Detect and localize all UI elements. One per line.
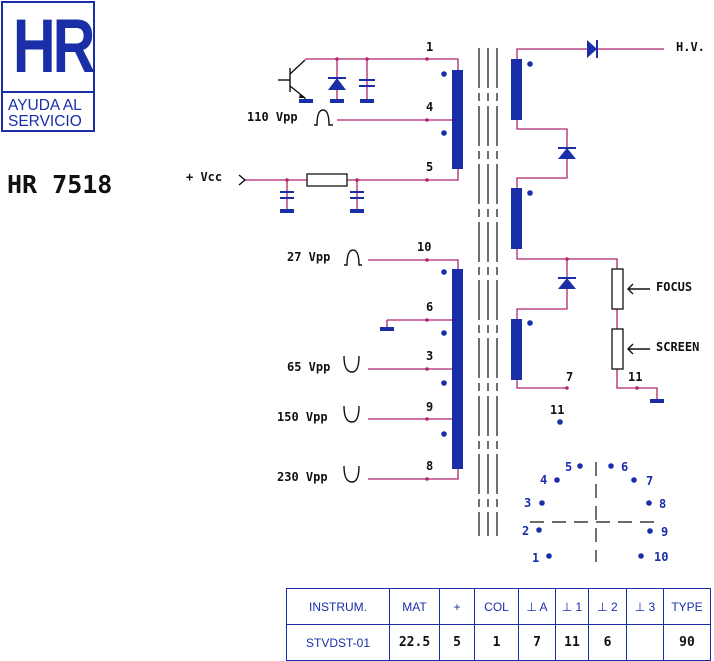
pinout-label-4: 4 (540, 473, 547, 487)
focus-potentiometer (611, 268, 650, 310)
secondary-leads (368, 258, 459, 481)
pin-label-7: 7 (566, 370, 573, 384)
pinout-label-7: 7 (646, 474, 653, 488)
logo-line-1: AYUDA AL (8, 97, 82, 114)
pin-label-8: 8 (426, 459, 433, 473)
primary-leads (245, 57, 459, 182)
secondary-winding (452, 269, 463, 469)
value-plus: 5 (439, 624, 475, 661)
transistor (278, 59, 313, 103)
value-ground-3 (626, 624, 664, 661)
pulse-65-icon (343, 355, 360, 373)
label-230vpp: 230 Vpp (277, 470, 328, 484)
pinout-label-6: 6 (621, 460, 628, 474)
hv-diode-1 (558, 147, 576, 159)
header-mat: MAT (389, 588, 440, 625)
pin-label-5: 5 (426, 160, 433, 174)
pulse-150-icon (343, 405, 360, 423)
value-type: 90 (663, 624, 711, 661)
pinout-label-9: 9 (661, 525, 668, 539)
label-27vpp: 27 Vpp (287, 250, 330, 264)
pinout-label-10: 10 (654, 550, 668, 564)
pinout-label-2: 2 (522, 524, 529, 538)
spec-table-header-row: INSTRUM. MAT + COL ⊥ A ⊥ 1 ⊥ 2 ⊥ 3 TYPE (286, 588, 711, 625)
vcc-input (238, 173, 364, 213)
primary-polarity-dots (441, 71, 447, 136)
damper-diode (328, 59, 346, 103)
hv-windings (511, 59, 533, 380)
pin-label-9: 9 (426, 400, 433, 414)
pin-base-diagram (530, 419, 662, 562)
pinout-label-8: 8 (659, 497, 666, 511)
label-65vpp: 65 Vpp (287, 360, 330, 374)
value-ground-a: 7 (518, 624, 556, 661)
header-type: TYPE (663, 588, 711, 625)
pin-label-6: 6 (426, 300, 433, 314)
pulse-230-icon (343, 465, 360, 483)
label-110vpp: 110 Vpp (247, 110, 298, 124)
value-col: 1 (474, 624, 519, 661)
label-150vpp: 150 Vpp (277, 410, 328, 424)
model-title: HR 7518 (7, 170, 113, 199)
secondary-polarity-dots (441, 269, 447, 437)
logo-line-2: SERVICIO (8, 113, 82, 130)
hv-wiring (516, 48, 664, 403)
header-col: COL (474, 588, 519, 625)
value-instrum: STVDST-01 (286, 624, 390, 661)
header-plus: + (439, 588, 475, 625)
header-ground-1: ⊥ 1 (555, 588, 589, 625)
hv-output-diode (587, 40, 598, 58)
label-focus: FOCUS (656, 280, 692, 294)
screen-potentiometer (611, 328, 650, 370)
value-ground-2: 6 (588, 624, 627, 661)
pulse-110-icon (314, 109, 333, 126)
pinout-label-1: 1 (532, 551, 539, 565)
tuning-capacitor (335, 57, 375, 103)
pulse-27-icon (344, 249, 362, 266)
header-ground-2: ⊥ 2 (588, 588, 627, 625)
header-ground-a: ⊥ A (518, 588, 556, 625)
value-mat: 22.5 (389, 624, 440, 661)
pin-label-3: 3 (426, 349, 433, 363)
spec-table: INSTRUM. MAT + COL ⊥ A ⊥ 1 ⊥ 2 ⊥ 3 TYPE … (286, 588, 711, 661)
header-ground-3: ⊥ 3 (626, 588, 664, 625)
value-ground-1: 11 (555, 624, 589, 661)
pin-label-10: 10 (417, 240, 431, 254)
pinout-label-5: 5 (565, 460, 572, 474)
transformer-core (478, 48, 498, 536)
spec-table-value-row: STVDST-01 22.5 5 1 7 11 6 90 (286, 624, 711, 661)
hv-diode-2 (558, 277, 576, 289)
label-vcc: + Vcc (186, 170, 222, 184)
pin-label-4: 4 (426, 100, 433, 114)
pin-label-1: 1 (426, 40, 433, 54)
logo-divider (3, 91, 93, 93)
logo-letters: HR (12, 4, 96, 89)
hr-logo: HR AYUDA AL SERVICIO (1, 1, 95, 132)
pin-label-11: 11 (628, 370, 642, 384)
label-hv: H.V. (676, 40, 705, 54)
pinout-label-3: 3 (524, 496, 531, 510)
header-instrum: INSTRUM. (286, 588, 390, 625)
pinout-label-11: 11 (550, 403, 564, 417)
primary-winding (452, 70, 463, 169)
label-screen: SCREEN (656, 340, 699, 354)
